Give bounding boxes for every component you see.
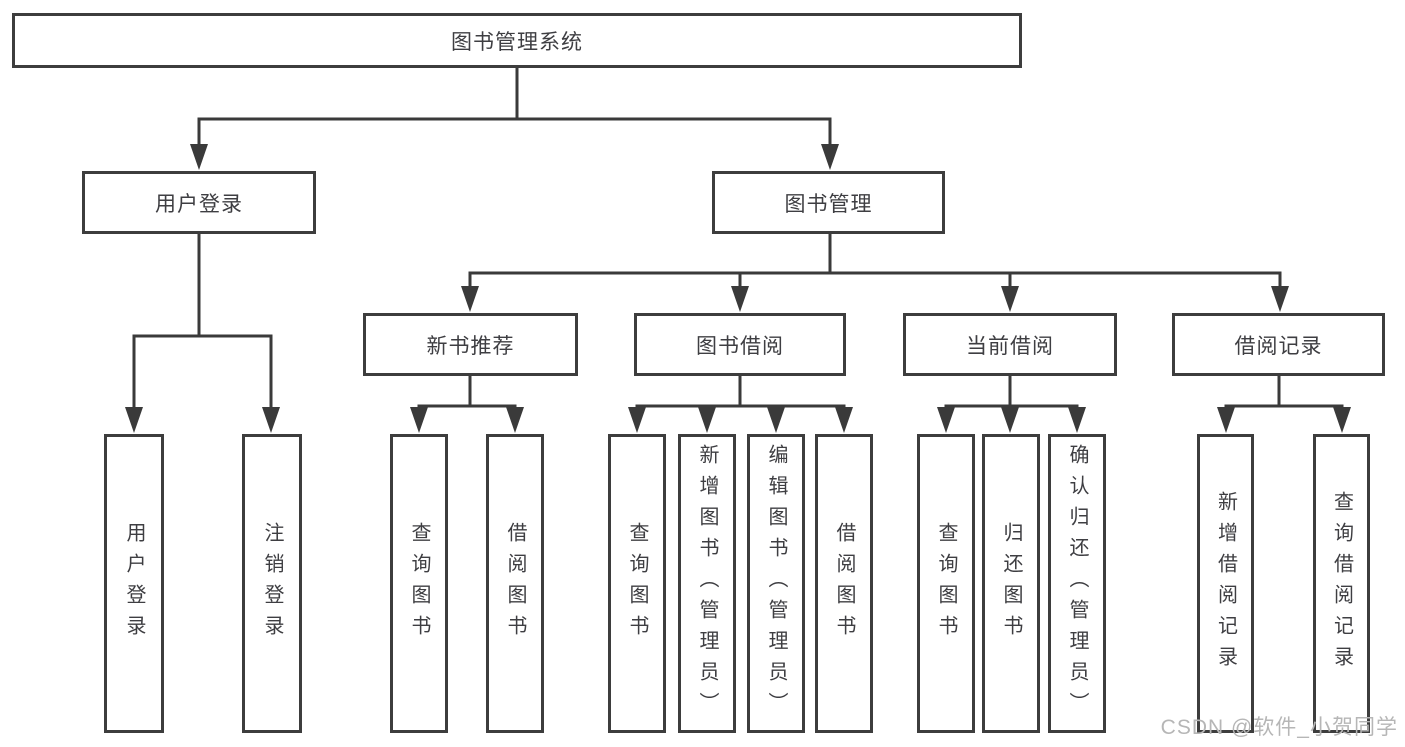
arrowhead-currentborrow-3 xyxy=(1068,407,1086,433)
arrowhead-currentborrow-1 xyxy=(937,407,955,433)
leaf-confirm-return-admin-label: 确认归还（管理员） xyxy=(1066,444,1088,723)
node-user-login: 用户登录 xyxy=(82,171,316,234)
arrowhead-user-login xyxy=(190,144,208,170)
node-borrowing-records-label: 借阅记录 xyxy=(1234,334,1323,358)
node-new-book-recommend: 新书推荐 xyxy=(363,313,578,376)
arrowhead-bookborrow-1 xyxy=(628,407,646,433)
arrowhead-bookborrow-2 xyxy=(698,407,716,433)
leaf-newbook-query: 查询图书 xyxy=(390,434,448,733)
arrowhead-newbook-2 xyxy=(506,407,524,433)
arrowhead-newbook-1 xyxy=(410,407,428,433)
leaf-user-login: 用户登录 xyxy=(104,434,164,733)
arrowhead-newbook xyxy=(461,286,479,312)
leaf-record-add: 新增借阅记录 xyxy=(1197,434,1254,733)
arrowhead-userlogin-2 xyxy=(262,407,280,433)
leaf-borrow-query-label: 查询图书 xyxy=(626,521,648,646)
arrowhead-userlogin-1 xyxy=(125,407,143,433)
arrowhead-currentborrow-2 xyxy=(1001,407,1019,433)
leaf-newbook-borrow: 借阅图书 xyxy=(486,434,544,733)
connector-newbook-splitter xyxy=(417,404,517,416)
leaf-return-book-label: 归还图书 xyxy=(1000,521,1022,646)
arrowhead-book-mgmt xyxy=(821,144,839,170)
leaf-borrow-book: 借阅图书 xyxy=(815,434,873,733)
leaf-record-add-label: 新增借阅记录 xyxy=(1214,490,1237,677)
leaf-borrow-add-admin-label: 新增图书（管理员） xyxy=(696,444,718,723)
node-book-management-label: 图书管理 xyxy=(784,192,873,216)
arrowhead-bookborrow-3 xyxy=(767,407,785,433)
node-book-management: 图书管理 xyxy=(712,171,945,234)
node-book-borrowing-label: 图书借阅 xyxy=(696,334,784,358)
leaf-record-query-label: 查询借阅记录 xyxy=(1330,490,1353,677)
leaf-borrow-query: 查询图书 xyxy=(608,434,666,733)
node-book-borrowing: 图书借阅 xyxy=(634,313,846,376)
arrowhead-borrowrecord-1 xyxy=(1217,407,1235,433)
connector-bookborrow-splitter xyxy=(635,404,846,416)
node-user-login-label: 用户登录 xyxy=(155,192,243,216)
connector-root-splitter xyxy=(197,117,832,152)
leaf-logout-label: 注销登录 xyxy=(261,521,283,646)
leaf-return-book: 归还图书 xyxy=(982,434,1040,733)
leaf-record-query: 查询借阅记录 xyxy=(1313,434,1370,733)
leaf-confirm-return-admin: 确认归还（管理员） xyxy=(1048,434,1106,733)
leaf-borrow-edit-admin: 编辑图书（管理员） xyxy=(747,434,805,733)
node-root: 图书管理系统 xyxy=(12,13,1022,68)
leaf-borrow-book-label: 借阅图书 xyxy=(833,521,855,646)
arrowhead-bookborrow-4 xyxy=(835,407,853,433)
watermark-text: CSDN @软件_小贺同学 xyxy=(1160,716,1398,739)
connector-borrowrecord-splitter xyxy=(1224,404,1344,416)
leaf-newbook-borrow-label: 借阅图书 xyxy=(504,521,526,646)
connector-bookmgmt-splitter xyxy=(468,271,1282,294)
arrowhead-currentborrow xyxy=(1001,286,1019,312)
leaf-logout: 注销登录 xyxy=(242,434,302,733)
connector-userlogin-splitter xyxy=(132,334,273,415)
node-current-borrowing: 当前借阅 xyxy=(903,313,1117,376)
arrowhead-borrowrecord xyxy=(1271,286,1289,312)
leaf-borrow-add-admin: 新增图书（管理员） xyxy=(678,434,736,733)
node-new-book-recommend-label: 新书推荐 xyxy=(426,334,515,358)
leaf-user-login-label: 用户登录 xyxy=(123,521,145,646)
arrowhead-borrowrecord-2 xyxy=(1333,407,1351,433)
node-root-label: 图书管理系统 xyxy=(451,30,583,54)
leaf-current-query: 查询图书 xyxy=(917,434,975,733)
node-current-borrowing-label: 当前借阅 xyxy=(966,334,1054,358)
leaf-borrow-edit-admin-label: 编辑图书（管理员） xyxy=(765,444,787,723)
leaf-newbook-query-label: 查询图书 xyxy=(408,521,430,646)
node-borrowing-records: 借阅记录 xyxy=(1172,313,1385,376)
leaf-current-query-label: 查询图书 xyxy=(935,521,957,646)
arrowhead-bookborrow xyxy=(731,286,749,312)
